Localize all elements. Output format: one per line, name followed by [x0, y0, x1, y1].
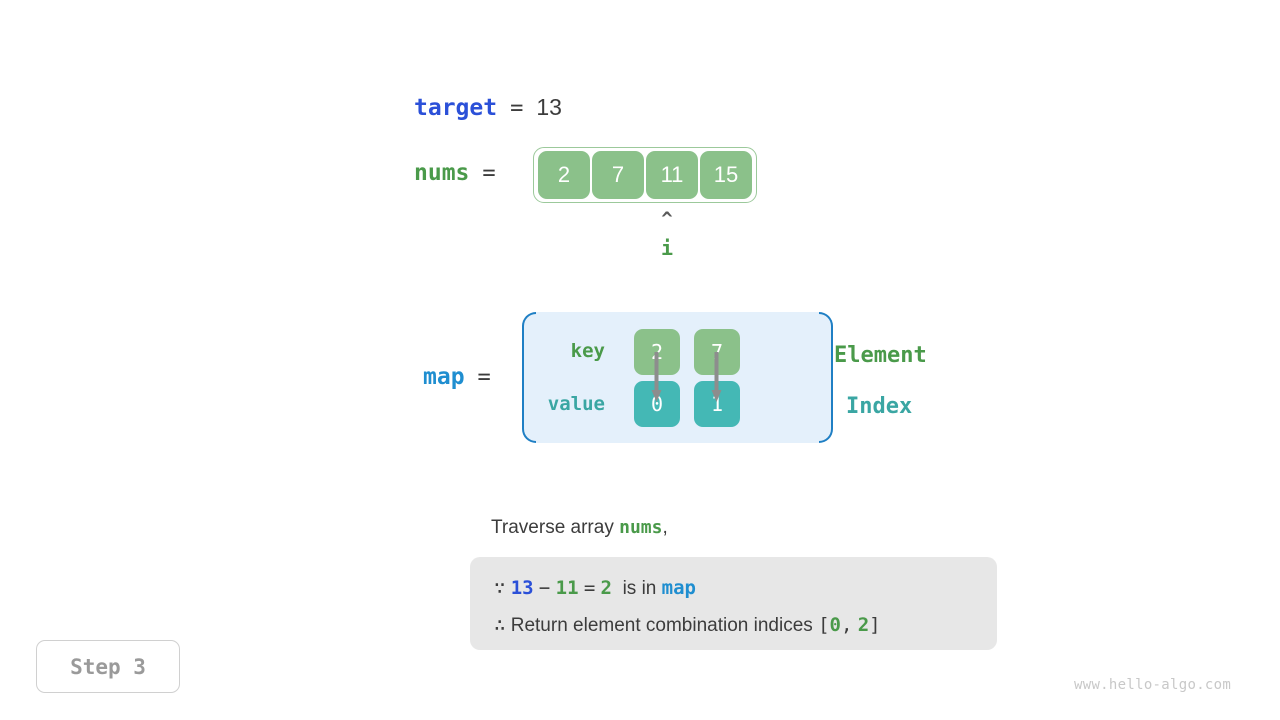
map-row-label-key: key [570, 340, 605, 362]
explain-equals-sign: = [583, 577, 596, 599]
explanation-line-2: ∴ Return element combination indices [0,… [494, 607, 997, 644]
nums-variable-name: nums [414, 160, 470, 186]
map-arrow-down-icon-1 [711, 352, 722, 402]
traverse-prefix-text: Traverse array [491, 517, 620, 538]
map-label-group: map = [423, 364, 491, 390]
explain-result-index-a: 0 [829, 614, 841, 636]
nums-declaration: nums = [414, 160, 532, 186]
map-bracket-right-icon [819, 312, 833, 443]
traverse-nums-var: nums [619, 517, 663, 538]
nums-array: 2 7 11 15 [533, 147, 757, 203]
watermark: www.hello-algo.com [1074, 677, 1232, 693]
map-side-label-index: Index [846, 394, 913, 419]
nums-cell-1: 7 [592, 151, 644, 199]
map-side-label-element: Element [834, 343, 927, 368]
map-row-label-value: value [547, 393, 605, 415]
nums-cell-2: 11 [646, 151, 698, 199]
map-equals-sign: = [477, 365, 491, 390]
target-variable-name: target [414, 95, 498, 121]
explanation-panel: ∵ 13 − 11 = 2 is in map ∴ Return element… [470, 557, 997, 650]
pointer-caret-icon: ^ [661, 208, 673, 230]
nums-cell-0: 2 [538, 151, 590, 199]
explain-bracket-open: [ [818, 614, 830, 636]
traverse-description: Traverse array nums, [491, 517, 668, 539]
explain-complement-value: 2 [600, 577, 612, 599]
explain-map-var: map [661, 577, 696, 599]
map-arrow-down-icon-0 [651, 352, 662, 402]
map-bracket-left-icon [522, 312, 536, 443]
nums-label-group: nums = [414, 160, 532, 186]
explain-bracket-close: ] [869, 614, 881, 636]
explain-return-text: Return element combination indices [510, 615, 813, 636]
explain-minus-sign: − [538, 577, 551, 599]
map-variable-name: map [423, 364, 465, 390]
explain-current-value: 11 [555, 577, 579, 599]
target-value: 13 [536, 94, 562, 120]
explain-is-in-text: is in [622, 578, 657, 599]
target-declaration: target = 13 [414, 94, 562, 121]
explain-result-index-b: 2 [857, 614, 870, 636]
nums-equals-sign: = [482, 161, 496, 186]
explanation-line-1: ∵ 13 − 11 = 2 is in map [494, 570, 997, 607]
nums-cell-3: 15 [700, 151, 752, 199]
pointer-label-i: i [660, 236, 674, 260]
target-equals-sign: = [510, 96, 524, 121]
explain-result-comma: , [840, 614, 853, 636]
traverse-suffix-text: , [662, 517, 668, 538]
explain-target-value: 13 [510, 577, 534, 599]
step-badge: Step 3 [36, 640, 180, 693]
because-symbol-icon: ∵ [494, 577, 506, 599]
therefore-symbol-icon: ∴ [494, 614, 506, 636]
